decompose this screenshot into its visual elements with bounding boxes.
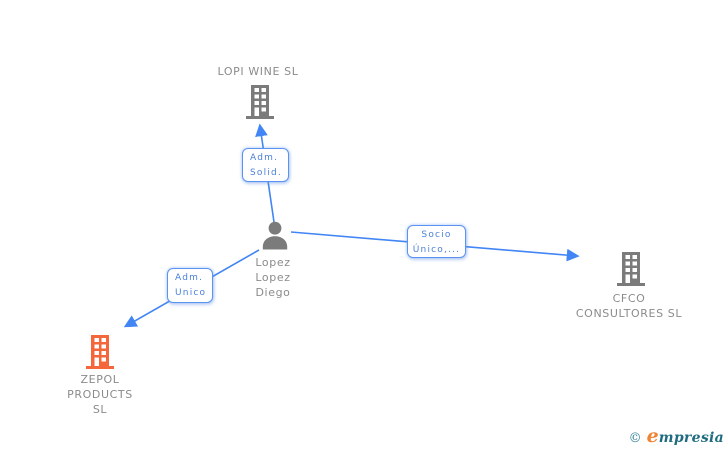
- relation-label: Unico: [175, 288, 207, 298]
- company-name: CFCO: [612, 292, 646, 305]
- brand-name: mpresia: [658, 430, 724, 446]
- person-node: [260, 221, 290, 255]
- company-label-cfco: CFCO CONSULTORES SL: [549, 291, 709, 321]
- empresia-logo: © empresia: [629, 425, 724, 447]
- relation-label: Solid.: [250, 168, 282, 178]
- company-label-lopi-wine: LOPI WINE SL: [178, 64, 338, 79]
- company-name: SL: [92, 403, 108, 416]
- person-name-label: Lopez Lopez Diego: [213, 255, 333, 300]
- company-name: LOPI WINE SL: [217, 65, 299, 78]
- relation-label: Adm.: [175, 273, 204, 283]
- company-node-cfco: [614, 250, 648, 292]
- person-name-line: Diego: [255, 286, 291, 299]
- building-icon: [617, 252, 645, 286]
- building-icon: [86, 335, 114, 369]
- person-icon: [262, 221, 288, 250]
- person-name-line: Lopez: [255, 271, 291, 284]
- relation-label: Único,...: [412, 245, 461, 255]
- company-name: PRODUCTS: [67, 388, 133, 401]
- brand-initial: e: [646, 425, 659, 447]
- relation-box-socio-unico: Socio Único,...: [407, 225, 466, 258]
- building-icon: [246, 85, 274, 119]
- relation-box-adm-solid: Adm. Solid.: [242, 148, 289, 182]
- person-name-line: Lopez: [255, 256, 291, 269]
- company-node-zepol: [83, 333, 117, 375]
- company-name: CONSULTORES SL: [575, 307, 683, 320]
- relation-label: Socio: [421, 230, 452, 240]
- relation-label: Adm.: [250, 153, 279, 163]
- company-label-zepol: ZEPOL PRODUCTS SL: [20, 372, 180, 417]
- copyright-icon: ©: [628, 431, 642, 446]
- company-name: ZEPOL: [80, 373, 120, 386]
- company-node-lopi-wine: [243, 83, 277, 125]
- relation-box-adm-unico: Adm. Unico: [167, 268, 213, 303]
